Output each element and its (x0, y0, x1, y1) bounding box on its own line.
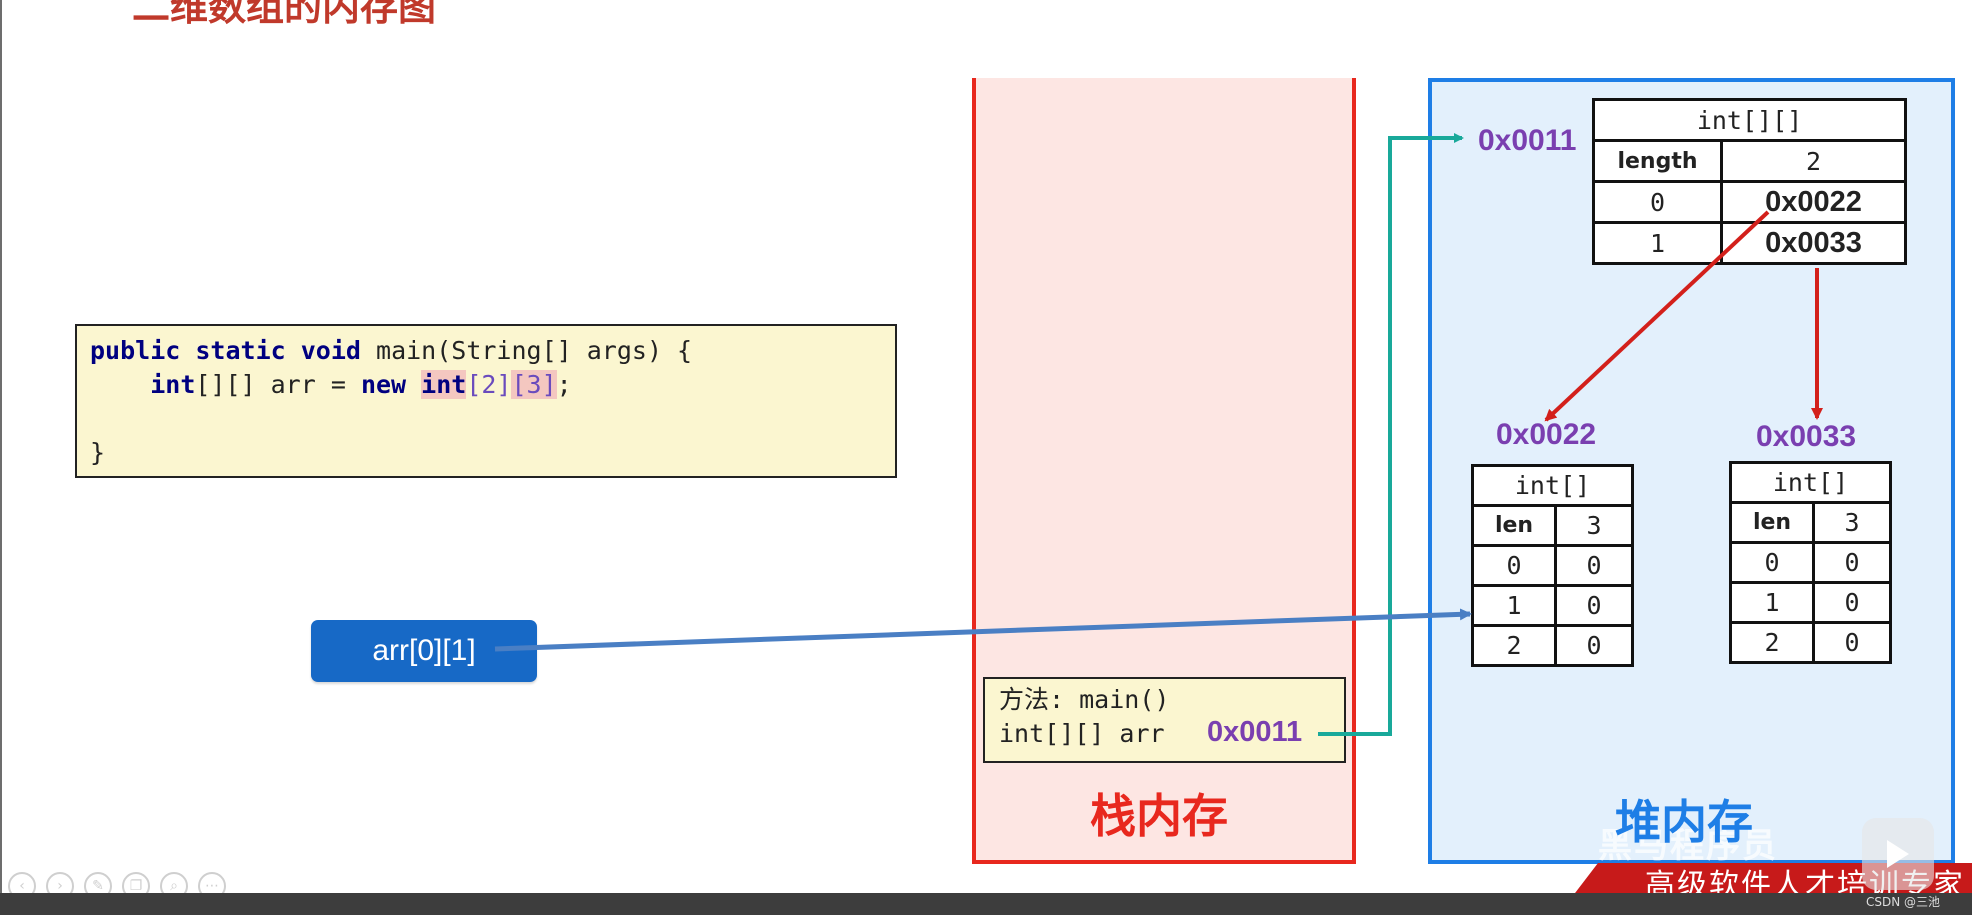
frame-variable-label: int[][] arr (999, 719, 1165, 748)
outer-array-address: 0x0011 (1478, 124, 1577, 157)
code-line-1: public static void main(String[] args) { (90, 334, 882, 368)
inner-element-value: 0 (1554, 544, 1634, 587)
outer-index: 1 (1592, 221, 1723, 265)
keyword-public: public (90, 336, 181, 365)
left-divider (0, 0, 2, 915)
outer-ref-value: 0x0022 (1720, 180, 1907, 224)
inner-len-value: 3 (1812, 501, 1892, 544)
inner-index: 1 (1729, 581, 1815, 624)
frame-method-label: 方法: main() (999, 685, 1170, 714)
slide-title: 二维数组的内存图 (132, 0, 437, 29)
code-text: main(String[] args) { (360, 336, 693, 365)
keyword-new: new (360, 370, 407, 399)
frame-variable-address: 0x0011 (1207, 716, 1303, 748)
code-text: [][] arr = (195, 370, 361, 399)
keyword-void: void (300, 336, 361, 365)
highlight-dimension-3: [3] (511, 370, 557, 399)
code-line-2: int[][] arr = new int[2][3]; (90, 368, 882, 402)
inner-array-address-2: 0x0033 (1756, 420, 1857, 453)
play-icon[interactable] (1862, 818, 1934, 890)
inner-element-value: 0 (1554, 624, 1634, 667)
code-line-blank (90, 402, 882, 436)
bottom-progress-bar (0, 893, 1972, 915)
keyword-static: static (195, 336, 286, 365)
heap-memory-label: 堆内存 (1615, 795, 1753, 849)
dimension-2: [2] (466, 370, 512, 399)
outer-index: 0 (1592, 180, 1723, 224)
inner-array-type: int[] (1729, 461, 1892, 504)
inner-index: 2 (1729, 621, 1815, 664)
inner-element-value: 0 (1554, 584, 1634, 627)
outer-length-value: 2 (1720, 139, 1907, 183)
inner-len-key: len (1471, 504, 1557, 547)
code-text: ; (556, 370, 572, 399)
inner-array-address-1: 0x0022 (1496, 418, 1597, 451)
outer-array-type: int[][] (1592, 98, 1907, 142)
inner-element-value: 0 (1812, 581, 1892, 624)
inner-array-type: int[] (1471, 464, 1634, 507)
outer-ref-value: 0x0033 (1720, 221, 1907, 265)
inner-index: 0 (1471, 544, 1557, 587)
code-block: public static void main(String[] args) {… (75, 324, 897, 478)
stack-memory-label: 栈内存 (1090, 789, 1228, 843)
inner-element-value: 0 (1812, 541, 1892, 584)
footer-credit: CSDN @三池 (1866, 895, 1941, 909)
inner-index: 1 (1471, 584, 1557, 627)
main-stack-frame: 方法: main() int[][] arr (983, 677, 1346, 763)
inner-len-value: 3 (1554, 504, 1634, 547)
inner-index: 0 (1729, 541, 1815, 584)
arr-element-button[interactable]: arr[0][1] (311, 620, 537, 682)
inner-index: 2 (1471, 624, 1557, 667)
watermark-logo: 黑马程序员 (1598, 826, 1778, 866)
highlight-int: int (421, 370, 467, 399)
inner-len-key: len (1729, 501, 1815, 544)
code-line-3: } (90, 438, 106, 467)
keyword-int: int (150, 370, 196, 399)
inner-element-value: 0 (1812, 621, 1892, 664)
outer-length-key: length (1592, 139, 1723, 183)
